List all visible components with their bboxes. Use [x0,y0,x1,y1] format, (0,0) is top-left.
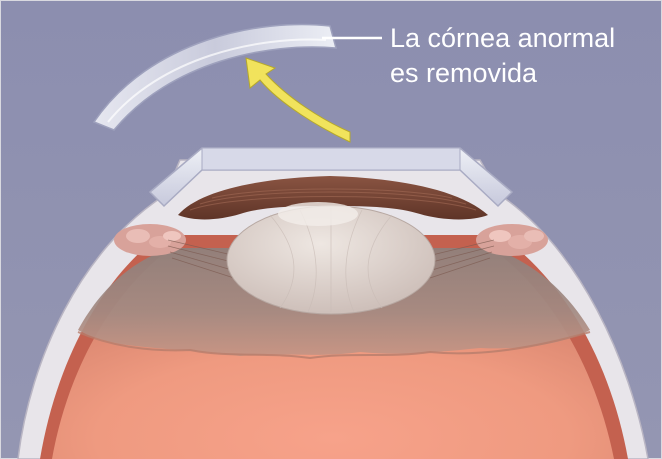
cornea-bed-center [202,148,460,170]
ciliary-body-left [114,224,186,256]
label-line-1: La córnea anormal [390,23,615,53]
ciliary-body-right [476,224,548,256]
label-line-2: es removida [390,58,538,88]
lens-highlight [278,202,358,226]
